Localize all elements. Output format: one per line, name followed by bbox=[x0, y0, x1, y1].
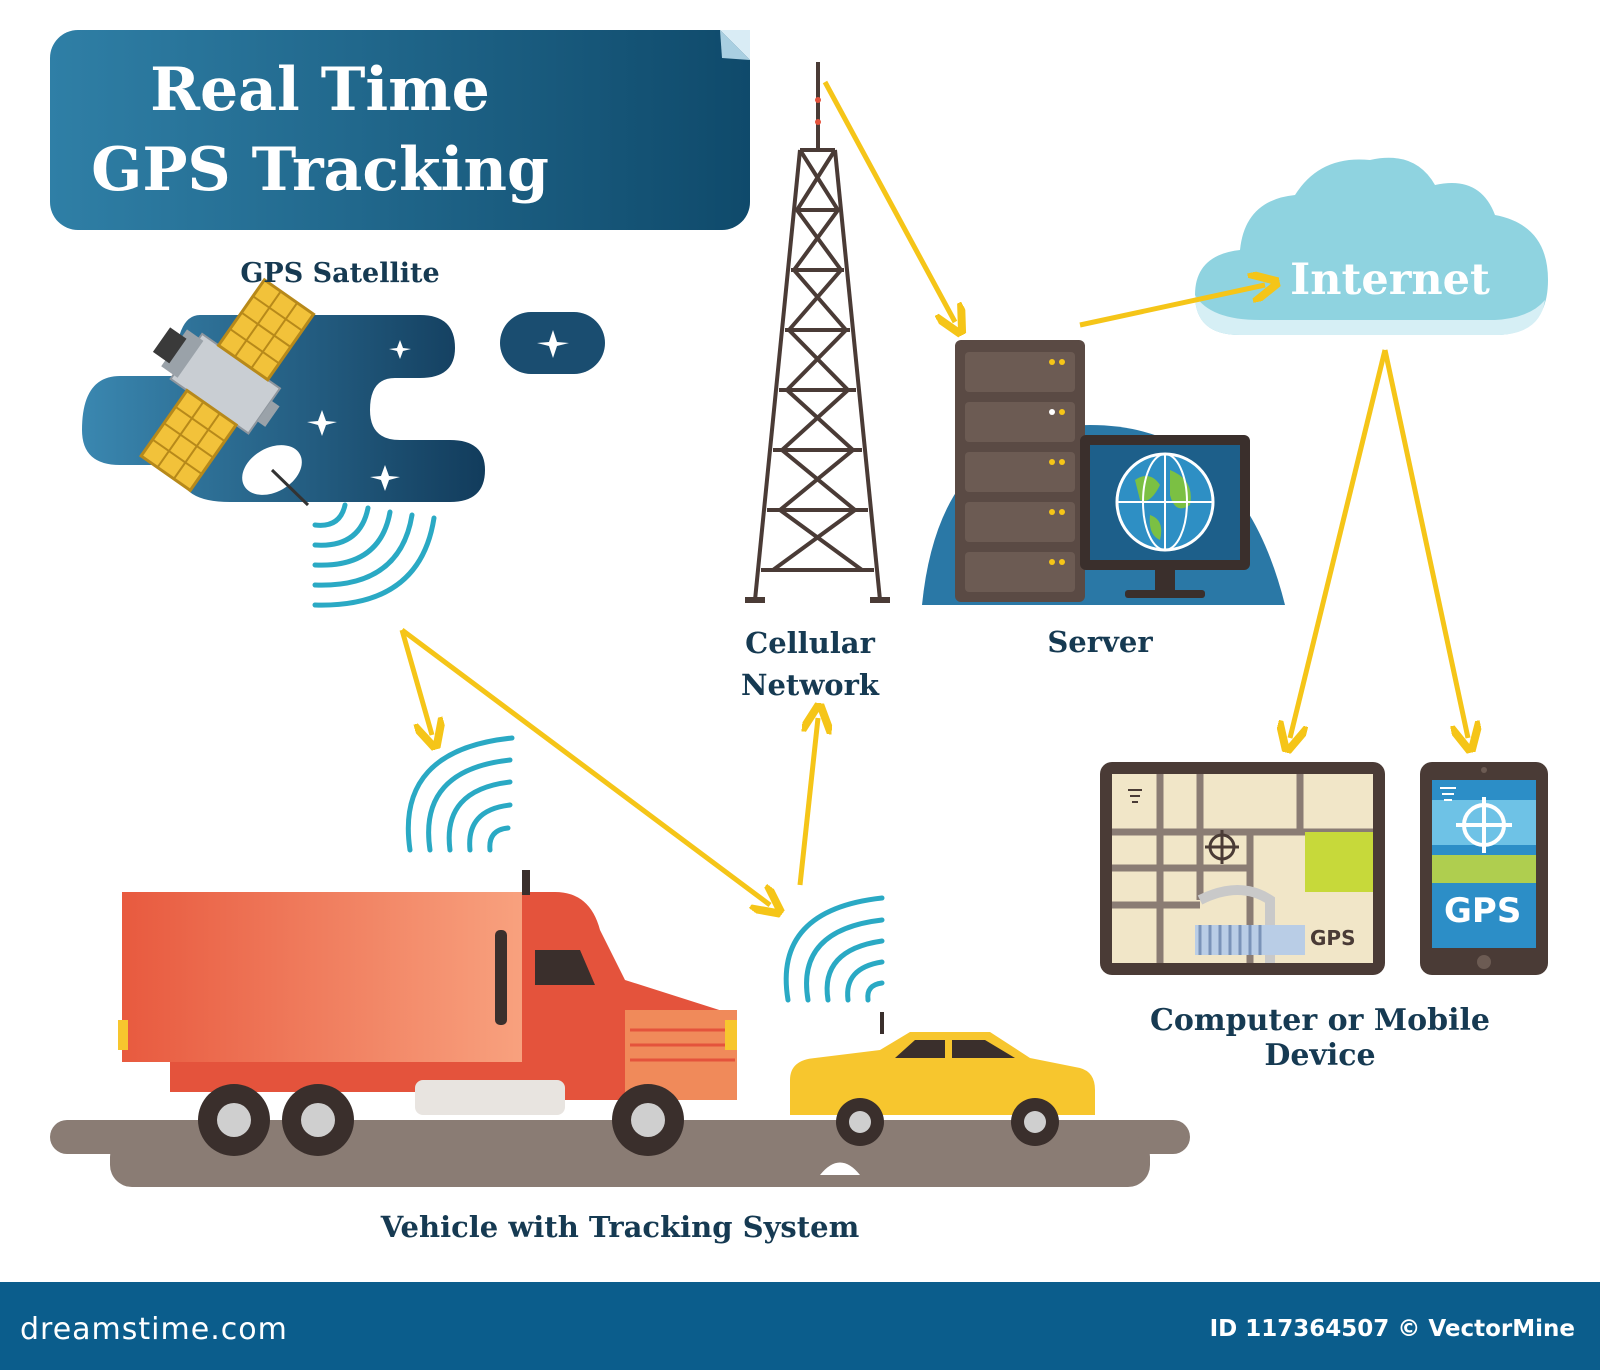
phone-gps-icon bbox=[1420, 762, 1548, 975]
cellular-label-line2: Network bbox=[740, 668, 880, 702]
flow-arrows bbox=[399, 80, 1468, 905]
server-label: Server bbox=[1047, 625, 1153, 659]
tablet-map-icon bbox=[1100, 762, 1385, 975]
arrow-internet-to-tablet bbox=[1290, 349, 1388, 738]
arrow-internet-to-phone bbox=[1382, 349, 1468, 738]
arrow-car-to-tower bbox=[797, 718, 818, 886]
arrow-satellite-to-truck bbox=[399, 629, 432, 735]
satellite-label: GPS Satellite bbox=[240, 258, 440, 289]
car-signal-waves-icon bbox=[783, 895, 885, 1003]
cellular-network-label: Cellular Network bbox=[710, 622, 910, 706]
cloud-icon bbox=[1195, 157, 1548, 335]
arrow-server-to-internet bbox=[1079, 285, 1265, 328]
footer-brand: dreamstime.com bbox=[20, 1312, 288, 1347]
vehicle-label: Vehicle with Tracking System bbox=[380, 1210, 860, 1244]
truck-icon bbox=[118, 870, 737, 1156]
title-line2: GPS Tracking bbox=[91, 135, 549, 205]
tower-icon bbox=[745, 62, 890, 603]
title-banner bbox=[50, 30, 750, 230]
device-label: Computer or Mobile Device bbox=[1150, 1003, 1490, 1073]
internet-label: Internet bbox=[1290, 255, 1490, 305]
arrow-satellite-to-car bbox=[400, 627, 770, 905]
cellular-label-line1: Cellular bbox=[745, 626, 875, 660]
page-title: Real Time GPS Tracking bbox=[70, 50, 570, 210]
tablet-gps-text: GPS bbox=[1310, 926, 1355, 950]
footer-bar: dreamstime.com ID 117364507 © VectorMine bbox=[0, 1282, 1600, 1370]
title-line1: Real Time bbox=[150, 55, 490, 125]
satellite-signal-waves-icon bbox=[312, 502, 437, 608]
truck-signal-waves-icon bbox=[405, 735, 515, 853]
arrow-tower-to-server bbox=[822, 80, 955, 322]
footer-id: ID 117364507 © VectorMine bbox=[1209, 1316, 1575, 1342]
monitor-globe-icon bbox=[1080, 435, 1250, 598]
satellite-icon bbox=[82, 277, 605, 507]
car-icon bbox=[790, 1012, 1095, 1146]
phone-gps-text: GPS bbox=[1444, 891, 1521, 931]
